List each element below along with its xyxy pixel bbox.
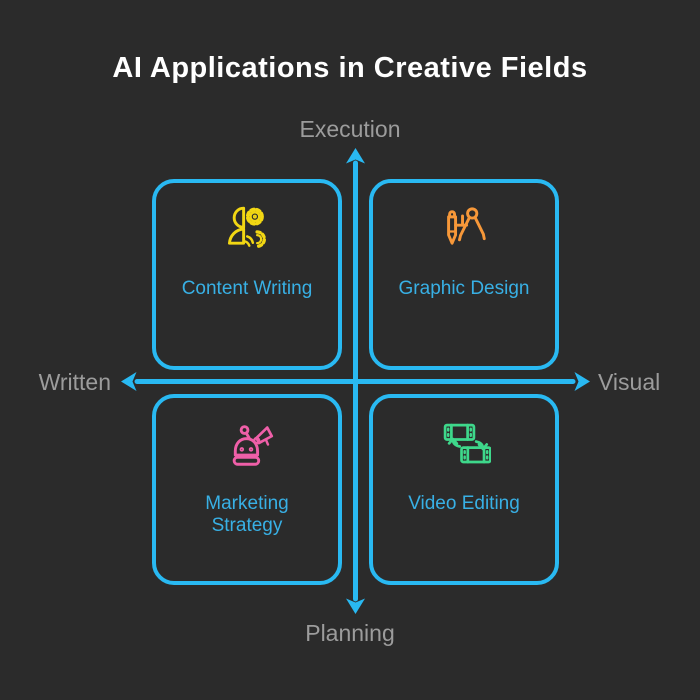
robot-with-megaphone-strokes xyxy=(232,425,274,466)
quadrant-label: Content Writing xyxy=(181,278,313,299)
quadrant-label: Graphic Design xyxy=(398,278,530,299)
robot-with-megaphone-icon xyxy=(232,425,274,466)
quadrant-graphic-design: Graphic Design xyxy=(369,179,559,370)
quadrant-label: Video Editing xyxy=(408,493,520,514)
down-arrowhead-icon xyxy=(346,598,365,614)
film-clips-cycle-icon xyxy=(443,423,491,464)
axis-label-visual: Visual xyxy=(598,369,661,395)
person-with-gears-strokes xyxy=(227,206,267,249)
film-clips-cycle-strokes xyxy=(443,423,491,464)
quadrant-label: Marketing Strategy xyxy=(205,493,289,536)
pencil-and-compass-icon xyxy=(447,207,486,245)
axis-label-planning: Planning xyxy=(305,620,395,646)
diagram-title: AI Applications in Creative Fields xyxy=(112,52,588,84)
person-with-gears-icon xyxy=(227,206,267,249)
pencil-and-compass-strokes xyxy=(447,207,486,245)
axis-label-execution: Execution xyxy=(299,116,401,142)
up-arrowhead-icon xyxy=(346,148,365,164)
axis-label-written: Written xyxy=(38,369,111,395)
quadrant-video-editing: Video Editing xyxy=(369,394,559,585)
right-arrowhead-icon xyxy=(574,372,590,391)
quadrant-content-writing: Content Writing xyxy=(152,179,342,370)
quadrant-marketing-strategy: Marketing Strategy xyxy=(152,394,342,585)
left-arrowhead-icon xyxy=(121,372,137,391)
